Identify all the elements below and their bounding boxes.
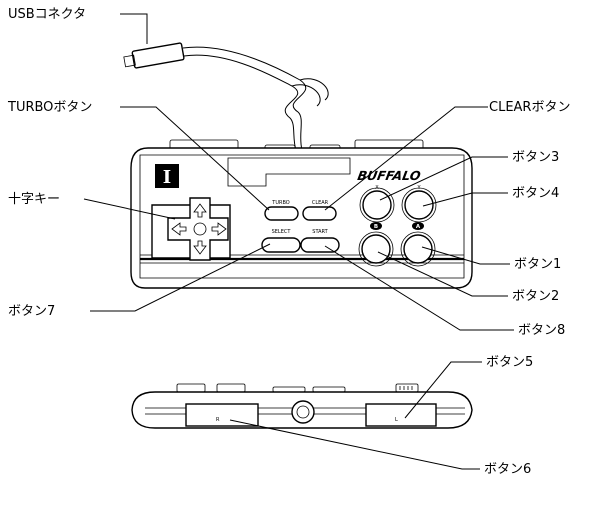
l-shoulder-button[interactable] [365,403,437,427]
a-label: A [416,224,421,230]
button-a[interactable] [403,234,433,264]
a-badge [412,222,424,230]
brand-logo: BUFFALO [356,168,422,183]
dpad-center [193,222,207,236]
turbo-label: TURBO [271,200,290,206]
select-label: SELECT [272,229,292,235]
callout-button7: ボタン7 [8,304,55,319]
callout-button4: ボタン4 [512,186,559,201]
start-label: START [312,229,328,235]
b-label: B [374,224,378,230]
callout-dpad: 十字キー [8,192,60,207]
dpad-down-icon[interactable] [193,240,207,255]
callout-usb-connector: USBコネクタ [8,7,86,22]
turbo-button[interactable] [264,206,299,221]
callout-button8: ボタン8 [518,323,565,338]
button-b[interactable] [361,234,391,264]
controller-top-view: I BUFFALO TURBO CLEAR SELECT START X Y [130,139,473,289]
button-x[interactable] [362,190,392,220]
usb-plug-tip [123,54,136,68]
dpad-left-icon[interactable] [171,222,187,236]
callout-clear-button: CLEARボタン [489,100,570,115]
usb-cable [123,42,329,151]
controller-front-view: R L [131,383,473,429]
callout-button6: ボタン6 [484,462,531,477]
dpad[interactable] [151,197,231,261]
dpad-right-icon[interactable] [211,222,227,236]
r-label: R [216,417,220,423]
callout-button2: ボタン2 [512,289,559,304]
player-number: I [163,167,171,188]
clear-label: CLEAR [312,200,329,206]
callout-button5: ボタン5 [486,355,533,370]
player-badge: I [155,164,179,188]
start-button[interactable] [300,237,340,253]
b-badge [370,222,382,230]
callout-button3: ボタン3 [512,150,559,165]
callout-turbo-button: TURBOボタン [7,100,92,115]
cable-port [291,400,315,424]
dpad-up-icon[interactable] [193,203,207,218]
leader-lines [83,13,514,470]
l-label: L [395,417,398,423]
callouts: USBコネクタ TURBOボタン 十字キー ボタン7 CLEARボタン ボタン3… [7,7,570,477]
button-y[interactable] [404,190,434,220]
clear-button[interactable] [302,206,337,221]
usb-plug [131,42,185,69]
r-shoulder-button[interactable] [185,403,259,427]
select-button[interactable] [261,237,301,253]
callout-button1: ボタン1 [514,257,561,272]
